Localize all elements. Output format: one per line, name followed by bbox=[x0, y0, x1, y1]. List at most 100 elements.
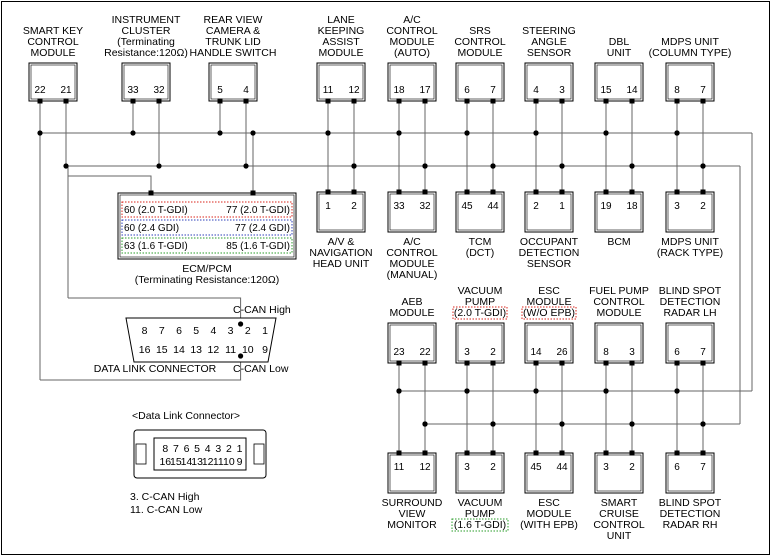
dbl-label-line: DBL bbox=[609, 36, 630, 48]
smart-cruise-label-line: CRUISE bbox=[599, 508, 639, 520]
bcm-dot-a bbox=[603, 130, 609, 136]
ecm-row-outline bbox=[121, 219, 293, 236]
lane-keeping-label-line: MODULE bbox=[319, 47, 364, 59]
smart-key-label-line: MODULE bbox=[31, 47, 76, 59]
esc-with-epb-dot-b bbox=[559, 421, 565, 427]
tcm-connector bbox=[455, 191, 505, 233]
lane-keeping-label-line: ASSIST bbox=[322, 36, 360, 48]
esc-with-epb-connector bbox=[524, 452, 574, 494]
bsd-lh-pin-a: 6 bbox=[674, 347, 680, 358]
mdps-rack-dot-a bbox=[674, 130, 680, 136]
bsd-rh-pin-b: 7 bbox=[700, 462, 706, 473]
aeb-term-a bbox=[396, 360, 402, 366]
smart-cruise-term-a bbox=[603, 450, 609, 456]
ac-manual-label-line: CONTROL bbox=[386, 247, 437, 259]
esc-wo-epb-connector bbox=[524, 322, 574, 364]
legend-latch-left bbox=[135, 443, 147, 465]
steering-angle-label-line: SENSOR bbox=[527, 47, 572, 59]
dlc-pin-bottom: 14 bbox=[173, 344, 185, 356]
smart-key-term-a bbox=[37, 98, 43, 104]
lane-keeping-connector bbox=[316, 62, 366, 102]
fuel-pump-label-line: FUEL PUMP bbox=[589, 285, 649, 297]
bsd-lh-connector bbox=[665, 322, 715, 364]
vacuum-20-label-line: (2.0 T-GDI) bbox=[454, 307, 506, 319]
bsd-lh-label-line: DETECTION bbox=[660, 296, 721, 308]
rear-view-camera-pin-a: 5 bbox=[217, 85, 223, 96]
instrument-cluster-label-line: Resistance:120Ω) bbox=[104, 47, 188, 59]
aeb-connector-inner bbox=[389, 324, 435, 362]
surround-view-label-line: SURROUND bbox=[382, 497, 443, 509]
dlc-pin-bottom: 12 bbox=[208, 344, 220, 356]
smart-key-dot-a bbox=[37, 130, 43, 136]
ac-auto-term-b bbox=[422, 98, 428, 104]
ecm-label-line: (Terminating Resistance:120Ω) bbox=[135, 274, 279, 286]
bcm-dot-b bbox=[629, 163, 635, 169]
vacuum-16-pin-b: 2 bbox=[490, 462, 496, 473]
mdps-column-term-a bbox=[674, 98, 680, 104]
av-navigation-connector-inner bbox=[318, 193, 364, 231]
bsd-lh-pin-b: 7 bbox=[700, 347, 706, 358]
steering-angle-pin-a: 4 bbox=[533, 85, 539, 96]
tcm-pin-b: 44 bbox=[487, 201, 499, 212]
instrument-cluster-pin-a: 33 bbox=[127, 85, 139, 96]
smart-key-label-line: CONTROL bbox=[27, 36, 78, 48]
vacuum-20-pin-a: 3 bbox=[464, 347, 470, 358]
vacuum-16-term-b bbox=[490, 450, 496, 456]
surround-view-label-line: VIEW bbox=[399, 508, 426, 520]
steering-angle-term-b bbox=[559, 98, 565, 104]
instrument-cluster-term-a bbox=[130, 98, 136, 104]
smart-key-dot-b bbox=[63, 163, 69, 169]
legend-pin-top: 1 bbox=[237, 443, 243, 455]
vacuum-16-connector-inner bbox=[457, 454, 503, 492]
dlc-dot-low bbox=[238, 353, 244, 359]
ecm-row-left: 60 (2.0 T-GDI) bbox=[124, 205, 188, 216]
legend-pin-bottom: 15 bbox=[170, 456, 182, 468]
surround-view-term-a bbox=[396, 450, 402, 456]
instrument-cluster-connector bbox=[121, 62, 171, 102]
steering-angle-term-a bbox=[533, 98, 539, 104]
bcm-pin-b: 18 bbox=[626, 201, 638, 212]
vacuum-20-label-line: VACUUM bbox=[458, 285, 503, 297]
av-navigation-pin-b: 2 bbox=[351, 201, 357, 212]
instrument-cluster-pin-b: 32 bbox=[153, 85, 165, 96]
instrument-cluster-label-line: INSTRUMENT bbox=[112, 14, 181, 26]
ecm-connector bbox=[117, 192, 297, 260]
aeb-connector bbox=[387, 322, 437, 364]
vacuum-16-term-a bbox=[464, 450, 470, 456]
vacuum-16-variant-outline bbox=[451, 518, 509, 532]
esc-wo-epb-variant-outline bbox=[521, 306, 577, 320]
rear-view-camera-dot-a bbox=[217, 130, 223, 136]
legend-pin-top: 5 bbox=[194, 443, 200, 455]
mdps-rack-pin-a: 3 bbox=[674, 201, 680, 212]
srs-label-line: SRS bbox=[469, 25, 491, 37]
vacuum-16-label-line: VACUUM bbox=[458, 497, 503, 509]
av-navigation-connector bbox=[316, 191, 366, 233]
aeb-term-b bbox=[422, 360, 428, 366]
ac-auto-pin-a: 18 bbox=[393, 85, 405, 96]
dbl-term-b bbox=[629, 98, 635, 104]
surround-view-connector-inner bbox=[389, 454, 435, 492]
occupant-dot-a bbox=[533, 130, 539, 136]
fuel-pump-term-a bbox=[603, 360, 609, 366]
fuel-pump-label-line: MODULE bbox=[597, 307, 642, 319]
tcm-pin-a: 45 bbox=[461, 201, 473, 212]
vacuum-16-dot-a bbox=[464, 388, 470, 394]
lane-keeping-term-a bbox=[325, 98, 331, 104]
lane-keeping-label-line: LANE bbox=[327, 14, 354, 26]
bsd-lh-term-b bbox=[700, 360, 706, 366]
tcm-connector-inner bbox=[457, 193, 503, 231]
ecm-dot-high bbox=[250, 130, 256, 136]
ecm-row-right: 77 (2.0 T-GDI) bbox=[226, 205, 290, 216]
bcm-label-line: BCM bbox=[607, 236, 630, 248]
dlc-pin-top: 5 bbox=[193, 325, 199, 337]
bcm-term-b bbox=[629, 189, 635, 195]
srs-pin-b: 7 bbox=[490, 85, 496, 96]
ac-manual-connector-inner bbox=[389, 193, 435, 231]
vacuum-16-dot-b bbox=[490, 421, 496, 427]
dlc-pin-top: 1 bbox=[262, 325, 268, 337]
av-navigation-label-line: A/V & bbox=[328, 236, 355, 248]
instrument-cluster-dot-a bbox=[130, 130, 136, 136]
ecm-row-outline bbox=[121, 237, 293, 254]
esc-with-epb-pin-a: 45 bbox=[530, 462, 542, 473]
